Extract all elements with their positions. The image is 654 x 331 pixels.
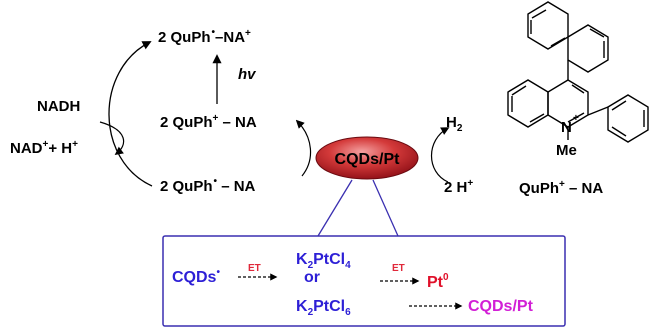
nadh-arc xyxy=(99,121,125,156)
k2ptcl4-label: K2PtCl4 xyxy=(296,251,351,271)
nitrogen-label: N xyxy=(561,119,572,136)
ground-state-label: 2 QuPh+ – NA xyxy=(160,113,257,131)
electron-return-arc xyxy=(295,119,312,177)
k2ptcl6-label: K2PtCl6 xyxy=(296,298,351,318)
connector-left xyxy=(317,179,353,237)
nad-label: NAD++ H+ xyxy=(10,139,78,157)
methyl-label: Me xyxy=(556,142,577,159)
catalyst-label: CQDs/Pt xyxy=(335,151,401,168)
mechanism-inset xyxy=(162,235,566,327)
catalyst-ellipse xyxy=(315,136,419,180)
molecule-caption: QuPh+ – NA xyxy=(519,179,603,197)
protons-label: 2 H+ xyxy=(444,178,473,196)
hydrogen-arc xyxy=(430,127,450,183)
pt0-label: Pt0 xyxy=(427,272,449,291)
or-label: or xyxy=(304,269,320,286)
connector-right xyxy=(372,179,399,237)
cycle-arc-left xyxy=(108,41,153,187)
nitrogen-charge: + xyxy=(573,113,579,124)
cqds-radical-label: CQDs• xyxy=(172,267,220,286)
h2-label: H2 xyxy=(446,114,463,134)
reduced-state-label: 2 QuPh• – NA xyxy=(160,176,256,195)
nadh-label: NADH xyxy=(37,98,80,115)
et-label-2: ET xyxy=(392,263,405,274)
et-label-1: ET xyxy=(248,263,261,274)
cqds-pt-product-label: CQDs/Pt xyxy=(468,298,534,315)
excited-state-label: 2 QuPh•–NA+ xyxy=(158,27,251,46)
quph-na-structure xyxy=(507,1,649,143)
hv-label: hv xyxy=(238,66,257,83)
